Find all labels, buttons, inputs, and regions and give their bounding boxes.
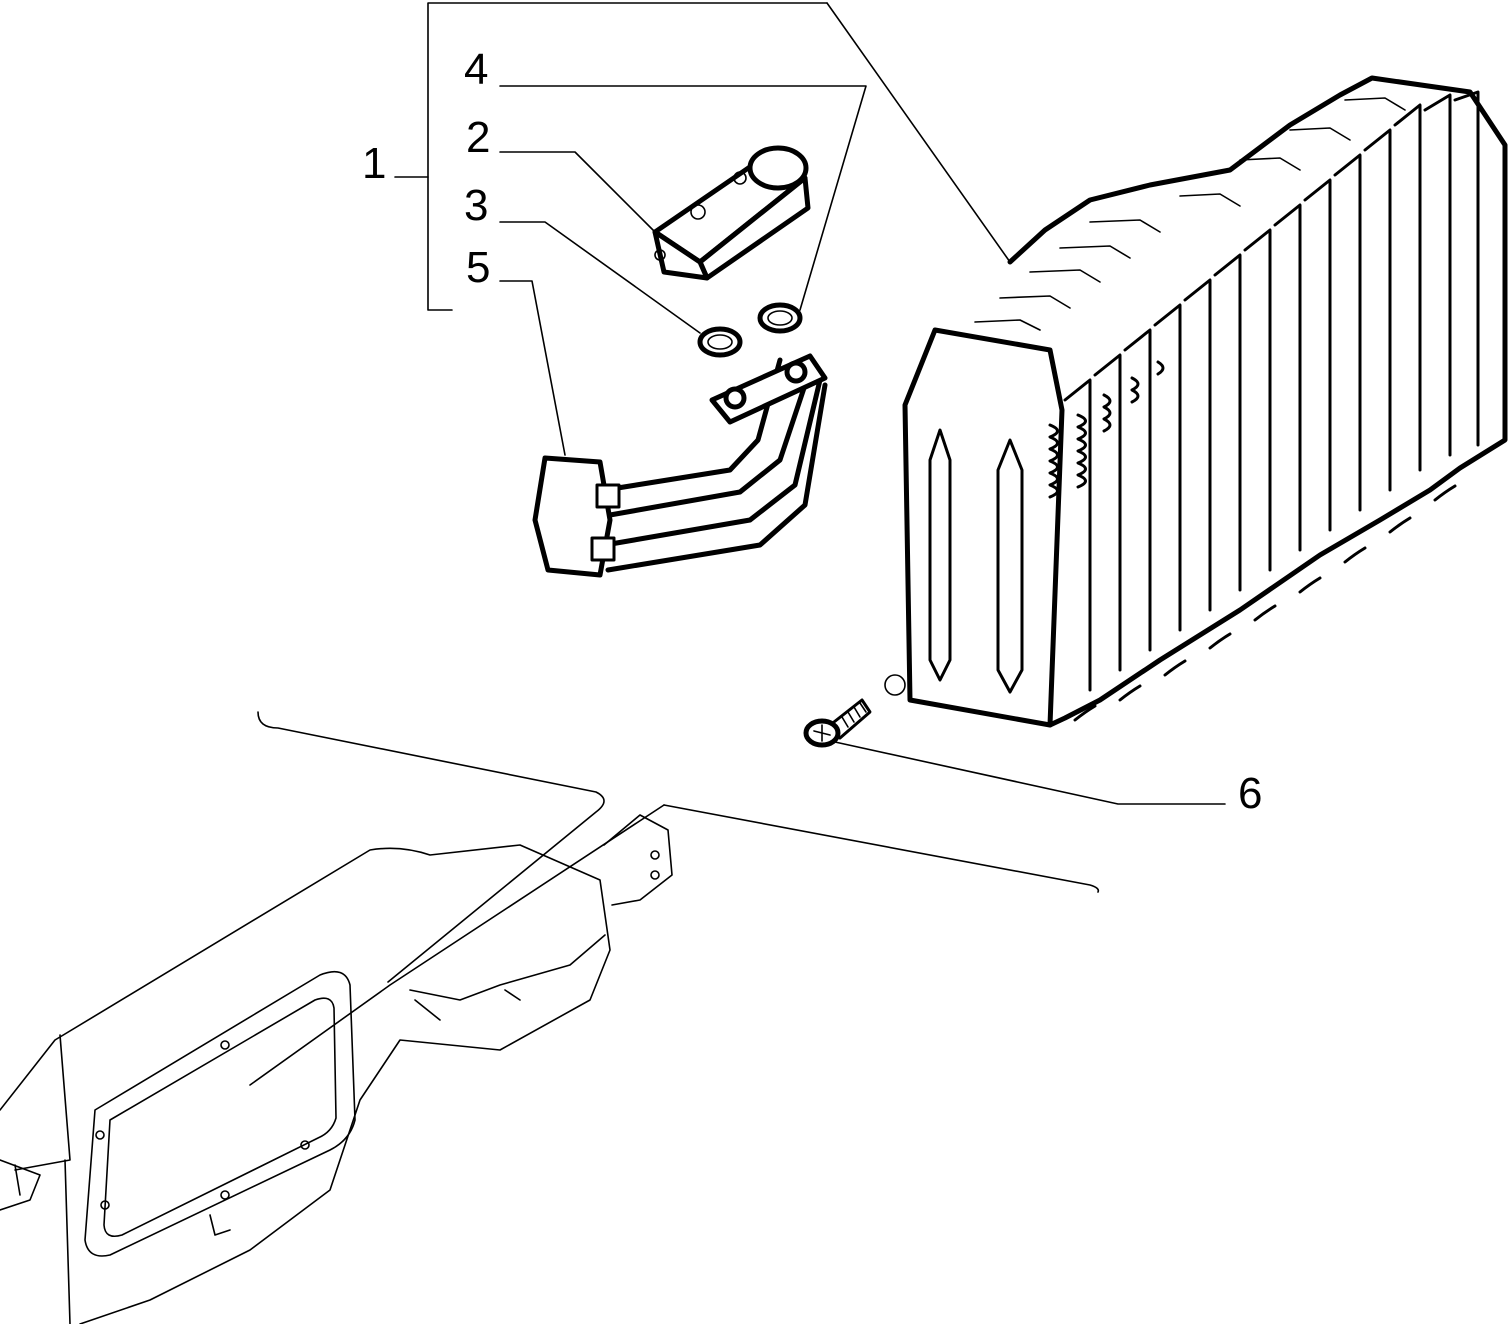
callout-1: 1 [362,139,386,188]
o-ring-part-4 [757,302,803,334]
callout-3: 3 [464,181,488,230]
callout-2: 2 [466,113,490,162]
o-ring-part-3 [697,326,743,358]
evaporator-unit [884,75,1508,728]
callout-5: 5 [466,243,490,292]
leader-lines [394,2,1226,805]
expansion-valve-part-2 [652,145,811,281]
pipe-assembly-part-5 [532,353,828,578]
callout-6: 6 [1238,769,1262,818]
heater-housing [0,711,1100,1324]
callout-4: 4 [464,45,488,94]
screw-part-6 [803,698,872,748]
